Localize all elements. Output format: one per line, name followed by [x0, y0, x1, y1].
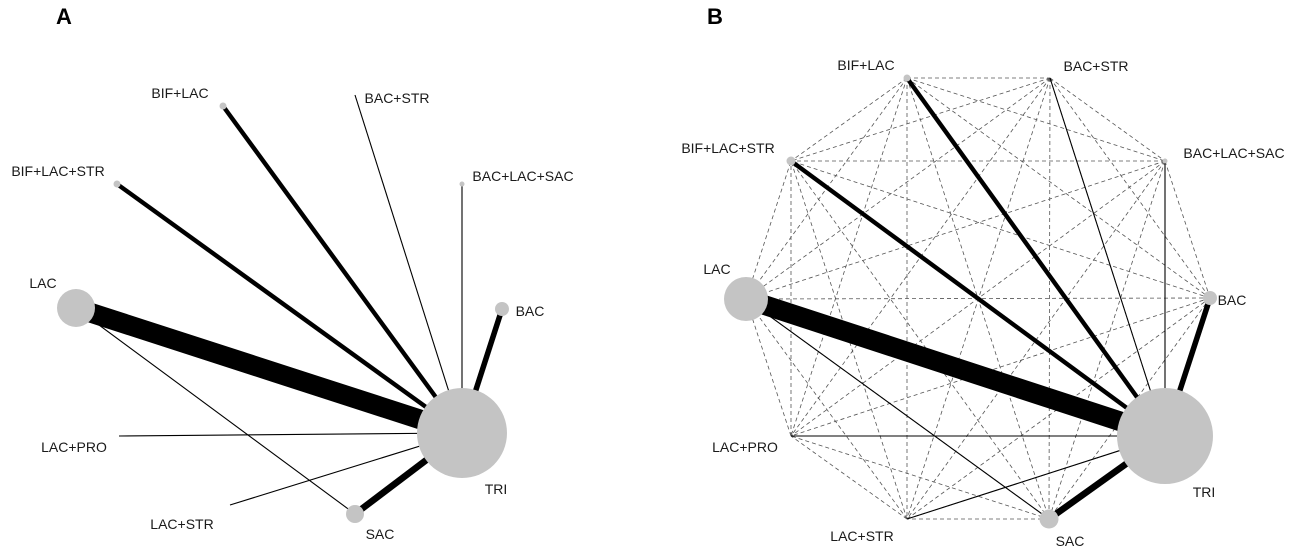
panel-b-edge-bif-lac-tri: [905, 76, 1167, 438]
panel-b-label-bac-lac-sac: BAC+LAC+SAC: [1183, 145, 1284, 161]
panel-b-edge-bac-str-tri: [1049, 77, 1166, 437]
panel-b-label-bac-str: BAC+STR: [1064, 58, 1129, 74]
panel-a-node-lac: [57, 289, 95, 327]
panel-a-label-sac: SAC: [366, 526, 395, 542]
panel-a-letter: A: [56, 4, 72, 29]
panel-a-edge-lac-pro-tri: [118, 432, 463, 437]
panel-b-node-tri: [1117, 388, 1213, 484]
panel-a-node-bac: [495, 302, 509, 316]
panel-b-nodes: [724, 74, 1217, 529]
panel-a-edge-lac-tri: [72, 298, 466, 443]
panel-b-dashed-edge-lac-bif-lac-str: [745, 160, 792, 300]
panel-a-network: BIF+LAC BAC+STR BIF+LAC+STR BAC+LAC+SAC LAC B…: [11, 85, 573, 542]
panel-b-edge-lac-tri: [742, 289, 1169, 446]
panel-b-node-bif-lac-str: [786, 156, 796, 166]
panel-b-dashed-edge-bif-lac-lac-pro: [790, 77, 908, 437]
panel-b-edge-lac-sac: [745, 298, 1050, 520]
panel-b-dashed-edge-bac-str-sac: [1048, 77, 1051, 520]
panel-a-label-bif-lac: BIF+LAC: [151, 85, 208, 101]
panel-b-node-bac-lac-sac: [1162, 158, 1168, 164]
panel-a-label-bac-str: BAC+STR: [365, 90, 430, 106]
panel-b-dashed-edge-lac-str-lac: [745, 298, 908, 520]
panel-b-dashed-edge-lac-pro-lac: [745, 298, 792, 437]
panel-b-node-lac: [724, 277, 768, 321]
panel-a-label-tri: TRI: [485, 481, 508, 497]
panel-a-node-tri: [417, 388, 507, 478]
panel-b-label-lac: LAC: [703, 261, 730, 277]
panel-b-dashed-edge-bif-lac-bac-lac-sac: [906, 77, 1166, 162]
panel-b-label-lac-str: LAC+STR: [830, 528, 893, 544]
panel-b-network: BIF+LAC BAC+STR BAC+LAC+SAC BAC TRI SAC LAC+ST…: [681, 57, 1284, 549]
panel-a-node-sac: [346, 505, 364, 523]
panel-a-label-lac-pro: LAC+PRO: [41, 439, 107, 455]
panel-a-node-bif-lac: [219, 102, 227, 110]
panel-b-labels: BIF+LAC BAC+STR BAC+LAC+SAC BAC TRI SAC LAC+ST…: [681, 57, 1284, 549]
panel-b-dashed-edge-bac-lac-sac-lac: [745, 160, 1166, 300]
panel-a-label-lac-str: LAC+STR: [150, 516, 213, 532]
panel-b-dashed-edge-bac-str-bac: [1049, 77, 1211, 299]
panel-a-nodes: [57, 102, 509, 523]
panel-b-dashed-edge-sac-bif-lac-str: [790, 160, 1050, 520]
panel-b-label-sac: SAC: [1056, 533, 1085, 549]
panel-a-node-bif-lac-str: [113, 180, 121, 188]
panel-a-label-lac: LAC: [29, 275, 56, 291]
panel-b-node-bac: [1203, 291, 1217, 305]
panel-b-dashed-edge-bac-str-lac: [745, 77, 1051, 300]
panel-a-node-bac-lac-sac: [459, 181, 465, 187]
panel-a-edge-lac-sac: [75, 307, 356, 515]
panel-b-dashed-edge-sac-lac-pro: [790, 435, 1050, 520]
panel-a-labels: BIF+LAC BAC+STR BIF+LAC+STR BAC+LAC+SAC LAC B…: [11, 85, 573, 542]
panel-b-label-bac: BAC: [1218, 292, 1247, 308]
panel-b-letter: B: [707, 4, 723, 29]
panel-b-dashed-edge-lac-str-lac-pro: [790, 435, 908, 520]
panel-b-dashed-edge-bac-str-bac-lac-sac: [1049, 77, 1166, 162]
panel-b-dashed-edge-bac-bif-lac-str: [790, 160, 1211, 299]
panel-b-edge-bif-lac-str-tri: [789, 159, 1167, 438]
panel-b-dashed-edge-bac-lac-pro: [790, 297, 1211, 437]
panel-a-label-bif-lac-str: BIF+LAC+STR: [11, 163, 104, 179]
panel-b-dashed-edge-bac-lac-sac-bac: [1164, 160, 1211, 299]
panel-b-node-sac: [1039, 509, 1059, 529]
panel-b-label-tri: TRI: [1193, 484, 1216, 500]
panel-a-label-bac-lac-sac: BAC+LAC+SAC: [472, 168, 573, 184]
panel-a-edge-bif-lac-tri: [221, 104, 464, 435]
panel-a-label-bac: BAC: [516, 303, 545, 319]
panel-b-node-bif-lac: [903, 74, 911, 82]
panel-b-dashed-edge-bac-str-bif-lac-str: [790, 77, 1051, 162]
panel-b-label-lac-pro: LAC+PRO: [712, 439, 778, 455]
panel-a-edge-bac-str-tri: [354, 94, 463, 434]
panel-b-label-bif-lac-str: BIF+LAC+STR: [681, 140, 774, 156]
panel-b-label-bif-lac: BIF+LAC: [837, 57, 894, 73]
panel-b-dashed-edge-bif-lac-bif-lac-str: [790, 77, 908, 162]
panel-a-edge-bif-lac-str-tri: [115, 182, 464, 435]
